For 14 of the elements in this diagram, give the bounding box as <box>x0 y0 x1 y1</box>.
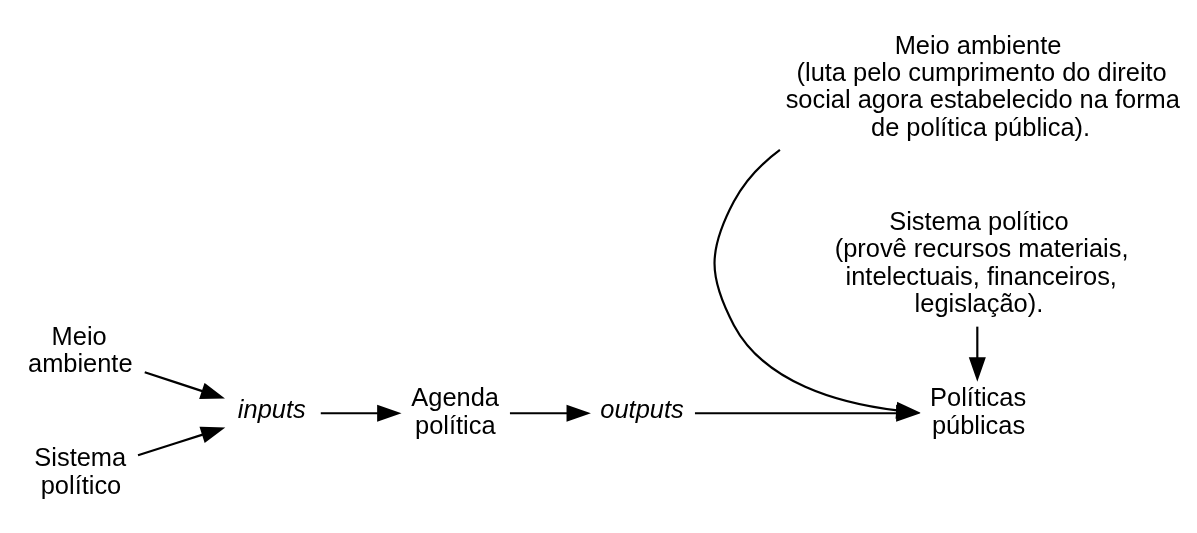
arrow <box>713 148 921 419</box>
node-text: Meio ambiente (luta pelo cumprimento do direito social agora estabelecido na forma de política pública). <box>785 30 1180 141</box>
node-text: Meio ambiente <box>28 321 133 377</box>
arrow <box>968 326 986 382</box>
arrow <box>509 404 591 422</box>
node-text: Agenda política <box>411 382 500 439</box>
arrow <box>137 426 226 456</box>
node-text: outputs <box>600 394 684 423</box>
node-text: Sistema político (provê recursos materiais, intelectuais, financeiros, legislação). <box>834 206 1129 317</box>
node-text: Sistema político <box>34 442 127 499</box>
arrow <box>320 404 402 422</box>
arrow <box>144 370 225 399</box>
node-text: inputs <box>237 394 306 423</box>
node-text: Políticas públicas <box>930 382 1027 439</box>
